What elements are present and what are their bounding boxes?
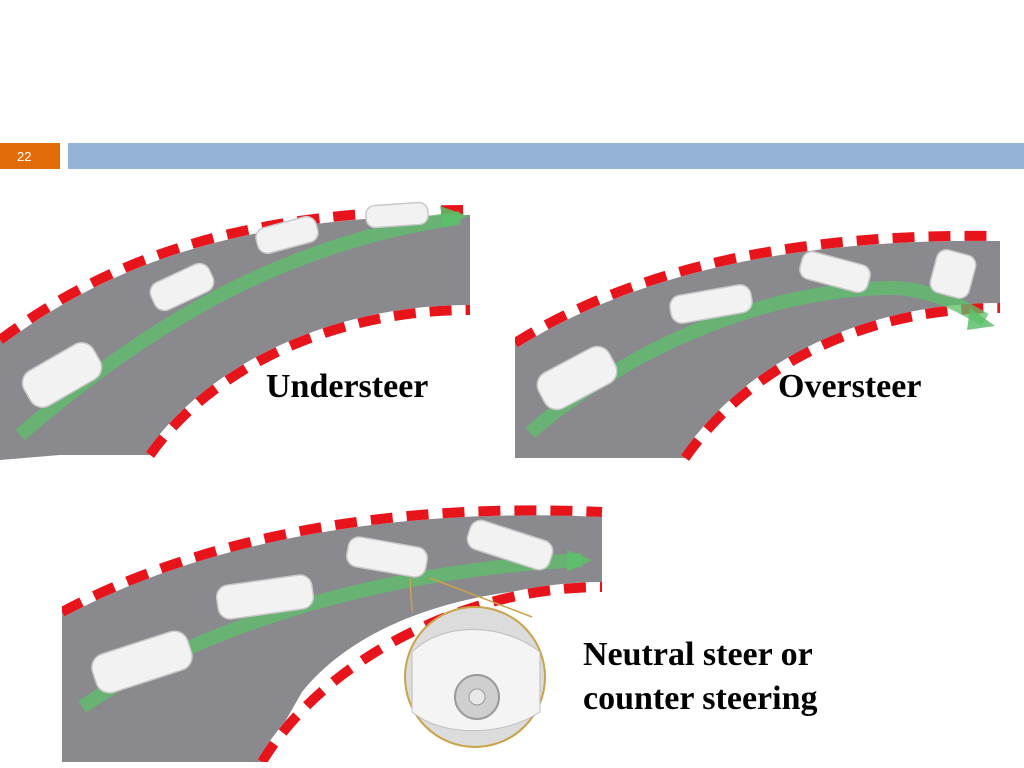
neutral-caption-line2: counter steering [583, 680, 818, 717]
car-icon [536, 249, 977, 411]
car-icon [91, 519, 554, 694]
understeer-caption: Understeer [266, 368, 429, 405]
track-surface [0, 210, 470, 460]
car-icon [21, 201, 429, 408]
understeer-illustration [0, 201, 471, 460]
header-bar [68, 143, 1024, 169]
oversteer-caption: Oversteer [778, 368, 922, 405]
slide-number-text: 22 [17, 148, 32, 164]
neutral-steer-caption: Neutral steer or counter steering [583, 633, 817, 721]
neutral-steer-illustration [62, 505, 603, 762]
neutral-caption-line1: Neutral steer or [583, 636, 813, 673]
slide-number: 22 [0, 143, 60, 169]
oversteer-illustration [515, 230, 1001, 461]
